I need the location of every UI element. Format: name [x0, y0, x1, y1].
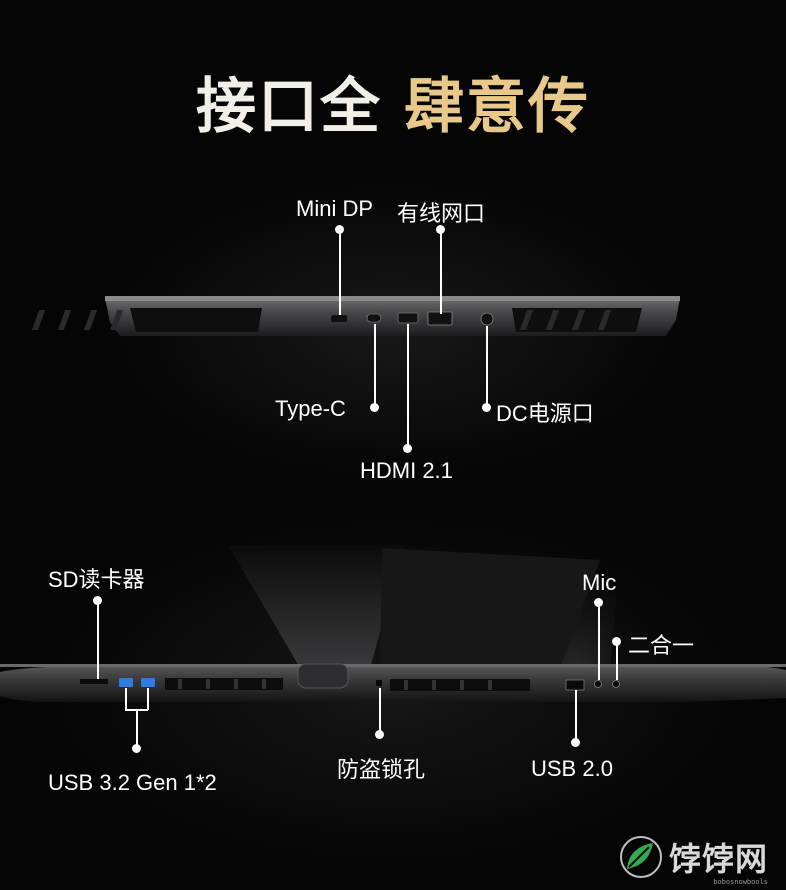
- line-type-c: [374, 324, 376, 407]
- headline-part2: 肆意传: [404, 72, 590, 142]
- line-ethernet: [440, 230, 442, 314]
- dot-hdmi: [403, 444, 412, 453]
- label-usb32: USB 3.2 Gen 1*2: [48, 770, 217, 795]
- headline: 接口全肆意传: [0, 58, 786, 145]
- leaf-logo-icon: [619, 836, 662, 878]
- line-combo-jack: [616, 641, 618, 680]
- dot-type-c: [370, 403, 379, 412]
- dot-usb32: [132, 744, 141, 753]
- label-dc-power: DC电源口: [496, 401, 594, 426]
- label-combo-jack: 二合一: [628, 633, 695, 658]
- line-hdmi: [407, 324, 409, 448]
- label-mini-dp: Mini DP: [296, 196, 374, 221]
- line-usb20: [575, 690, 577, 740]
- side-chassis: [0, 540, 786, 702]
- line-mic: [598, 602, 600, 680]
- line-lock: [379, 688, 381, 733]
- line-sd-reader: [97, 600, 99, 679]
- bracket-usb32-right: [147, 688, 149, 710]
- line-usb32: [136, 709, 138, 745]
- label-hdmi: HDMI 2.1: [360, 458, 453, 483]
- label-ethernet: 有线网口: [397, 201, 486, 226]
- label-sd-reader: SD读卡器: [48, 567, 145, 592]
- label-usb20: USB 2.0: [531, 756, 613, 781]
- rear-chassis: [31, 296, 680, 336]
- line-mini-dp: [339, 230, 341, 315]
- watermark-subtext: bobosnowbools: [713, 878, 768, 886]
- line-dc-power: [486, 326, 488, 407]
- watermark-text: 饽饽网: [668, 840, 768, 878]
- bracket-usb32-left: [125, 688, 127, 710]
- label-type-c: Type-C: [275, 396, 346, 421]
- label-lock: 防盗锁孔: [337, 757, 426, 782]
- dot-mini-dp: [335, 225, 344, 234]
- label-mic: Mic: [582, 570, 617, 595]
- dot-ethernet: [436, 225, 445, 234]
- watermark: 饽饽网: [619, 834, 768, 880]
- headline-part1: 接口全: [196, 72, 382, 142]
- dot-dc-power: [482, 403, 491, 412]
- dot-lock: [375, 730, 384, 739]
- dot-usb20: [571, 738, 580, 747]
